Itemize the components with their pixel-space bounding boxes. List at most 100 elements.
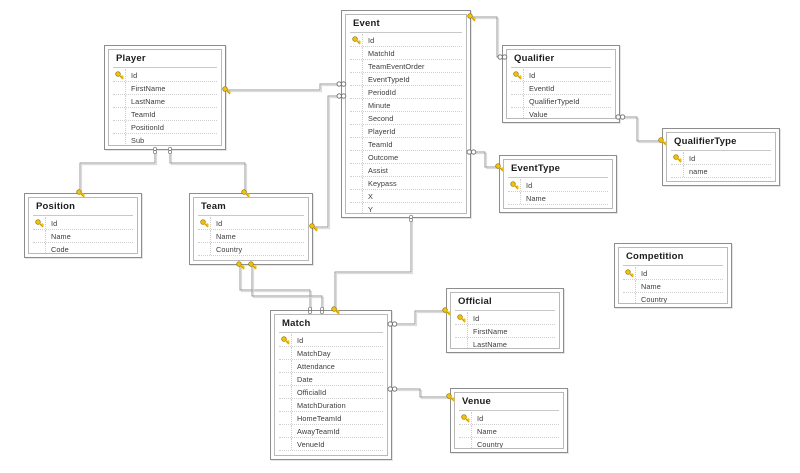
field-name-label: Id bbox=[477, 413, 484, 423]
field-row[interactable]: name bbox=[671, 165, 771, 178]
primary-key-field-row[interactable]: Id bbox=[279, 334, 383, 347]
field-name-label: TeamId bbox=[131, 109, 156, 119]
primary-key-field-row[interactable]: Id bbox=[198, 217, 304, 230]
primary-key-field-row[interactable]: Id bbox=[350, 34, 462, 47]
connector-rel-match-event[interactable] bbox=[334, 218, 412, 310]
field-gutter bbox=[279, 438, 292, 450]
field-row[interactable]: VenueId bbox=[279, 438, 383, 451]
field-row[interactable]: MatchDay bbox=[279, 347, 383, 360]
connector-rel-eventtype-event[interactable] bbox=[471, 151, 499, 168]
field-row[interactable]: FirstName bbox=[113, 82, 217, 95]
field-name-label: Id bbox=[131, 70, 138, 80]
field-row[interactable]: X bbox=[350, 190, 462, 203]
field-row[interactable]: Second bbox=[350, 112, 462, 125]
field-row[interactable]: PeriodId bbox=[350, 86, 462, 99]
connector-rel-position-player[interactable] bbox=[79, 150, 156, 193]
primary-key-field-row[interactable]: Id bbox=[113, 69, 217, 82]
field-row[interactable]: Country bbox=[623, 293, 723, 303]
field-row[interactable]: Keypass bbox=[350, 177, 462, 190]
field-row[interactable]: AwayTeamId bbox=[279, 425, 383, 438]
field-row[interactable]: PlayerId bbox=[350, 125, 462, 138]
entity-title-divider bbox=[198, 215, 304, 216]
field-row[interactable]: Country bbox=[459, 438, 559, 448]
field-row[interactable]: TeamId bbox=[113, 108, 217, 121]
field-name-label: Id bbox=[526, 180, 533, 190]
field-row[interactable]: TeamId bbox=[350, 138, 462, 151]
field-row[interactable]: LastName bbox=[113, 95, 217, 108]
connector-shadow-rel-event-qualifier bbox=[472, 18, 504, 60]
field-gutter bbox=[350, 47, 363, 59]
field-row[interactable]: Value bbox=[511, 108, 611, 118]
field-row[interactable]: Date bbox=[279, 373, 383, 386]
key-icon bbox=[455, 312, 468, 324]
field-row[interactable]: MatchDuration bbox=[279, 399, 383, 412]
field-row[interactable]: Name bbox=[623, 280, 723, 293]
field-row[interactable]: Assist bbox=[350, 164, 462, 177]
field-row[interactable]: Name bbox=[33, 230, 133, 243]
field-row[interactable]: Country bbox=[198, 243, 304, 256]
primary-key-field-row[interactable]: Id bbox=[508, 179, 608, 192]
field-row[interactable]: QualifierTypeId bbox=[511, 95, 611, 108]
field-row[interactable]: Y bbox=[350, 203, 462, 213]
field-row[interactable]: FirstName bbox=[455, 325, 555, 338]
connector-shadow-rel-team-event bbox=[314, 97, 343, 230]
field-row[interactable]: OfficialId bbox=[279, 386, 383, 399]
connector-rel-team-player[interactable] bbox=[169, 150, 246, 193]
field-gutter bbox=[350, 60, 363, 72]
primary-key-field-row[interactable]: Id bbox=[33, 217, 133, 230]
field-row[interactable]: Minute bbox=[350, 99, 462, 112]
connector-shadow-rel-team-match-home bbox=[241, 266, 313, 312]
primary-key-field-row[interactable]: Id bbox=[671, 152, 771, 165]
field-gutter bbox=[350, 203, 363, 213]
key-icon bbox=[508, 179, 521, 191]
connector-rel-venue-match[interactable] bbox=[392, 388, 450, 398]
connector-rel-team-event[interactable] bbox=[313, 95, 341, 228]
field-name-label: AwayTeamId bbox=[297, 426, 340, 436]
primary-key-field-row[interactable]: Id bbox=[511, 69, 611, 82]
field-row[interactable]: Outcome bbox=[350, 151, 462, 164]
field-row[interactable]: HomeTeamId bbox=[279, 412, 383, 425]
field-row[interactable]: LastName bbox=[455, 338, 555, 348]
field-row[interactable]: PositionId bbox=[113, 121, 217, 134]
connector-rel-team-match-away[interactable] bbox=[251, 265, 323, 310]
connector-shadow-rel-position-player bbox=[81, 151, 158, 195]
connector-rel-team-match-home[interactable] bbox=[239, 265, 311, 310]
primary-key-field-row[interactable]: Id bbox=[459, 412, 559, 425]
field-row[interactable]: Sub bbox=[113, 134, 217, 145]
connector-rel-qualifiertype-qualifier[interactable] bbox=[620, 116, 662, 142]
field-row[interactable]: Name bbox=[198, 230, 304, 243]
field-row[interactable]: EventId bbox=[511, 82, 611, 95]
field-gutter bbox=[113, 134, 126, 145]
field-gutter bbox=[623, 280, 636, 292]
field-row[interactable]: EventTypeId bbox=[350, 73, 462, 86]
field-row[interactable]: Name bbox=[459, 425, 559, 438]
connector-rel-official-match[interactable] bbox=[392, 310, 446, 325]
entity-title-divider bbox=[279, 332, 383, 333]
connector-rel-event-qualifier[interactable] bbox=[471, 16, 502, 58]
connector-rel-player-event[interactable] bbox=[226, 83, 341, 91]
field-row[interactable]: MatchId bbox=[350, 47, 462, 60]
field-row[interactable]: TeamEventOrder bbox=[350, 60, 462, 73]
primary-key-field-row[interactable]: Id bbox=[623, 267, 723, 280]
primary-key-field-row[interactable]: Id bbox=[455, 312, 555, 325]
field-name-label: name bbox=[689, 166, 708, 176]
field-row[interactable]: Code bbox=[33, 243, 133, 253]
entity-title-qualifiertype: QualifierType bbox=[674, 136, 737, 147]
field-row[interactable]: Name bbox=[508, 192, 608, 205]
field-row[interactable]: Attendance bbox=[279, 360, 383, 373]
